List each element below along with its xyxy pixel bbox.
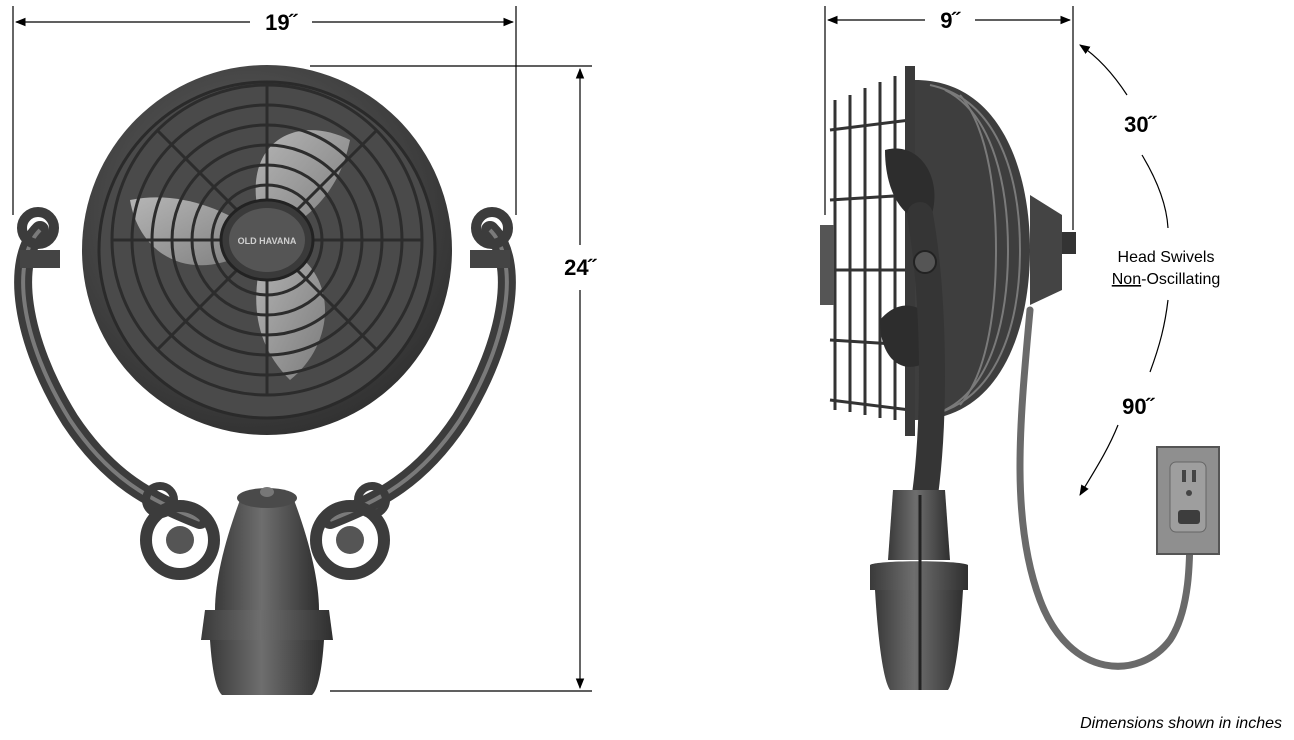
front-fan-head: OLD HAVANA <box>82 65 452 435</box>
height-label: 24˝ <box>564 255 597 280</box>
swivel-non-word: Non <box>1112 271 1141 288</box>
side-head <box>880 66 1076 436</box>
wall-outlet <box>1156 446 1220 555</box>
tilt-up-label: 30˝ <box>1124 112 1157 137</box>
side-depth-dimension: 9˝ <box>824 6 1074 230</box>
swivel-line1: Head Swivels <box>1118 249 1215 266</box>
front-height-dimension: 24˝ <box>310 65 598 692</box>
width-label: 19˝ <box>265 10 298 35</box>
logo-text: OLD HAVANA <box>238 236 297 246</box>
tilt-down-label: 90˝ <box>1122 394 1155 419</box>
swivel-rest-word: -Oscillating <box>1141 271 1220 288</box>
side-cage <box>829 76 911 420</box>
swivel-arcs: 30˝ 90˝ Head Swivels Non-Oscillating <box>1079 44 1221 496</box>
front-base <box>201 487 333 695</box>
side-view: 9˝ <box>820 6 1220 690</box>
footnote: Dimensions shown in inches <box>1080 715 1282 732</box>
depth-label: 9˝ <box>940 8 961 33</box>
swivel-line2: Non-Oscillating <box>1112 271 1221 288</box>
side-hub <box>820 225 834 305</box>
front-view: 19˝ 24˝ <box>12 6 598 695</box>
side-base <box>870 490 968 690</box>
side-yoke <box>907 202 945 508</box>
front-yoke <box>14 207 516 580</box>
power-cord <box>1016 306 1194 670</box>
front-width-dimension: 19˝ <box>12 6 517 215</box>
